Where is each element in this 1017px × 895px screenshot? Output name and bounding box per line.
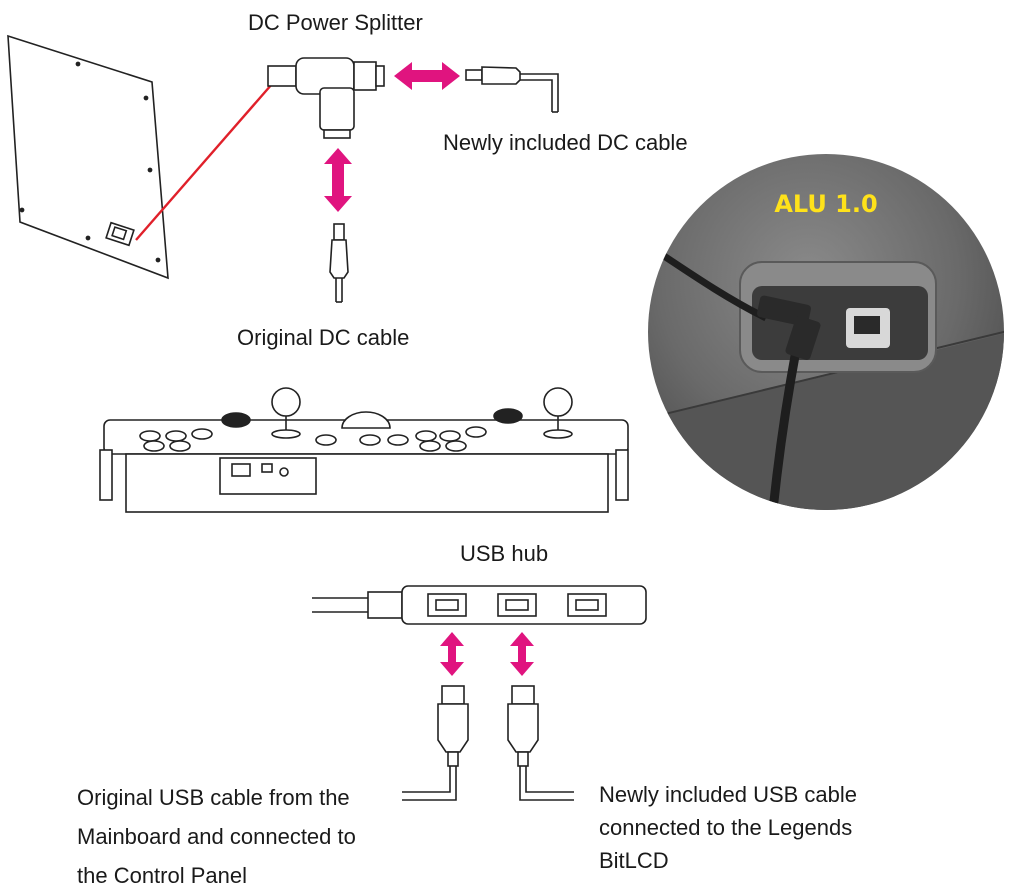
orig-usb-cable-label: Original USB cable from the Mainboard an… <box>77 778 356 895</box>
control-panel-icon <box>99 387 629 513</box>
arrow-usb-new <box>510 632 534 676</box>
new-usb-cable-label: Newly included USB cable connected to th… <box>599 778 857 877</box>
back-panel <box>7 34 169 280</box>
orig-usb-line-3: the Control Panel <box>77 863 247 888</box>
new-usb-line-1: Newly included USB cable <box>599 782 858 807</box>
orig-dc-cable-label: Original DC cable <box>237 325 410 350</box>
usb-hub-icon <box>312 585 647 625</box>
photo-badge: ALU 1.0 <box>774 190 877 218</box>
alu-photo-inset: ALU 1.0 <box>648 154 1004 510</box>
arrow-splitter-origdc <box>324 148 352 212</box>
dc-splitter-icon <box>267 57 385 139</box>
arrow-usb-original <box>440 632 464 676</box>
arrow-splitter-newdc <box>394 62 460 90</box>
red-connection-line <box>135 83 273 241</box>
orig-usb-line-1: Original USB cable from the <box>77 785 350 810</box>
new-dc-cable-label: Newly included DC cable <box>443 130 688 155</box>
new-usb-line-2: connected to the Legends <box>599 815 853 840</box>
splitter-label: DC Power Splitter <box>248 10 423 35</box>
orig-usb-cable-icon <box>402 685 469 801</box>
orig-usb-line-2: Mainboard and connected to <box>77 824 356 849</box>
orig-dc-cable-icon <box>329 223 349 303</box>
new-dc-cable-icon <box>465 66 559 113</box>
new-usb-line-3: BitLCD <box>599 848 669 873</box>
new-usb-cable-icon <box>507 685 574 801</box>
usb-hub-label: USB hub <box>460 541 549 566</box>
